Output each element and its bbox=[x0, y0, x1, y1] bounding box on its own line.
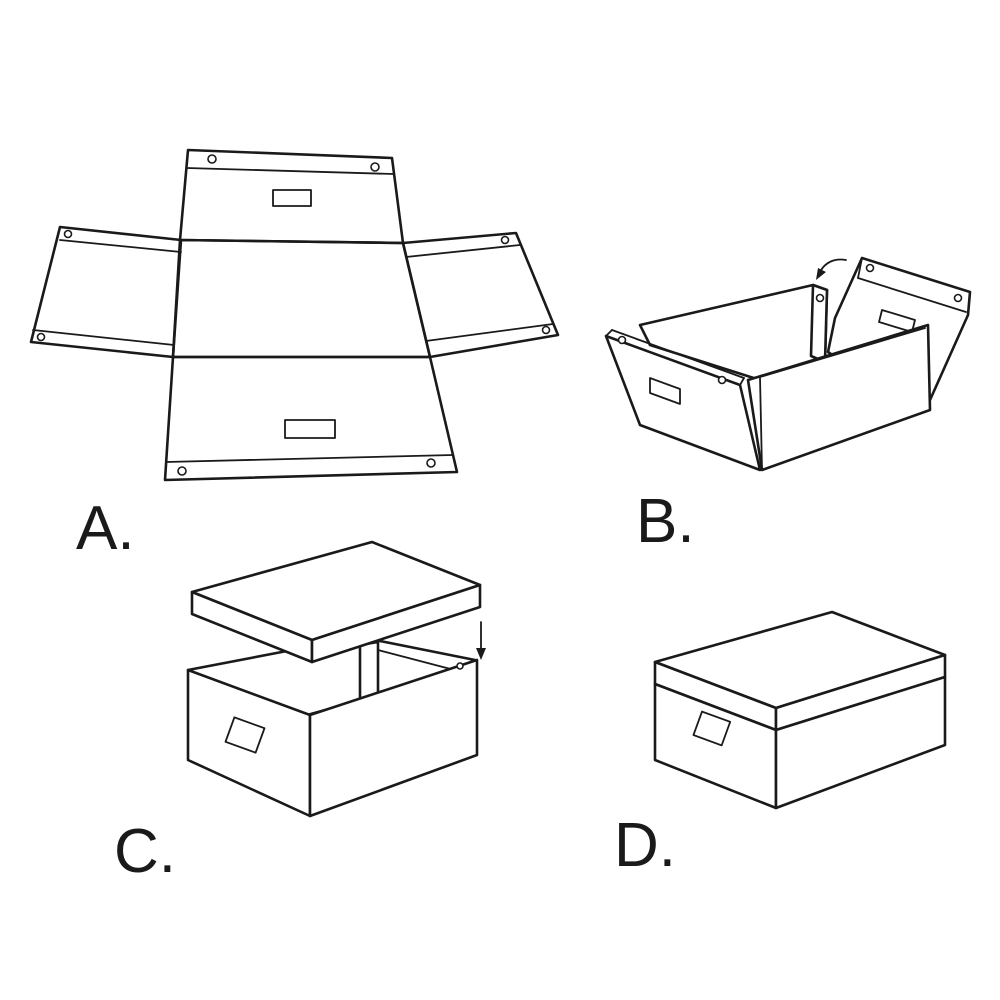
left-end-flap bbox=[604, 329, 762, 472]
front-wall bbox=[746, 323, 932, 472]
handle-cutout bbox=[224, 716, 266, 754]
step-b-folding bbox=[604, 256, 972, 472]
step-d-assembled bbox=[653, 610, 947, 810]
down-arrow-icon bbox=[476, 621, 486, 660]
handle-cutout bbox=[284, 419, 336, 439]
handle-cutout bbox=[649, 377, 681, 405]
box-lid bbox=[190, 540, 482, 664]
step-label-d: D. bbox=[614, 811, 676, 880]
step-a-flat-layout bbox=[29, 148, 560, 482]
box-front-face bbox=[774, 675, 947, 810]
step-c-lid-lowering bbox=[186, 540, 486, 818]
box-side-face bbox=[186, 668, 312, 818]
box-front-face bbox=[308, 658, 479, 818]
step-label-a: A. bbox=[76, 494, 135, 563]
box-body bbox=[186, 635, 479, 818]
left-side-flap bbox=[29, 225, 183, 359]
handle-cutout bbox=[692, 710, 732, 747]
base-panel bbox=[171, 238, 432, 359]
fold-arrow-icon bbox=[816, 258, 847, 280]
step-label-b: B. bbox=[636, 487, 695, 556]
handle-cutout bbox=[272, 189, 312, 207]
step-label-c: C. bbox=[114, 817, 176, 886]
top-end-flap bbox=[178, 148, 405, 245]
bottom-end-flap bbox=[163, 355, 459, 482]
right-side-flap bbox=[401, 231, 560, 359]
